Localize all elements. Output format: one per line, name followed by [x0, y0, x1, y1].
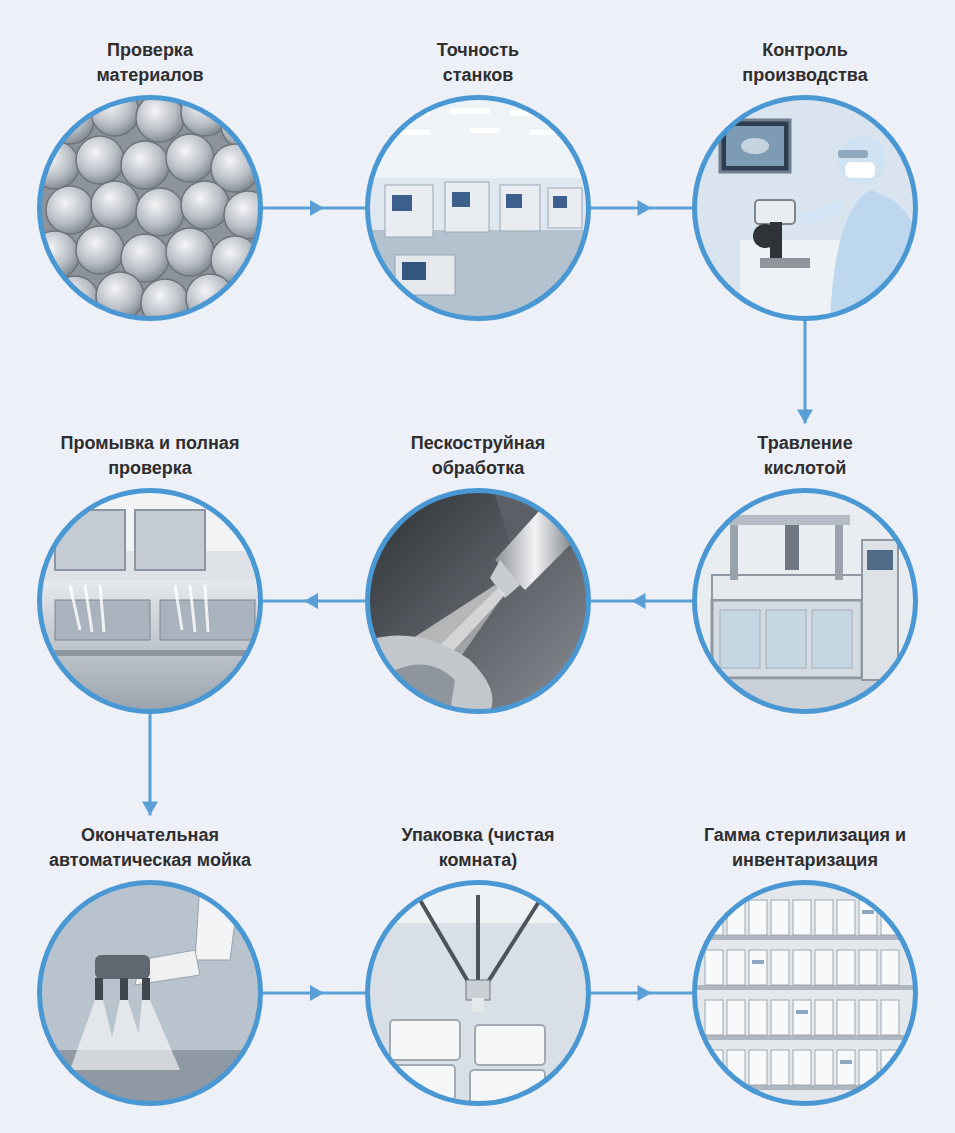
process-step: Пескоструйная обработка	[365, 431, 591, 714]
connector-line	[804, 321, 807, 423]
step-heading: Промывка и полная проверка	[55, 431, 245, 480]
flow-arrow	[263, 200, 365, 216]
connector-line	[149, 714, 152, 815]
process-step: Травление кислотой	[692, 431, 918, 714]
step-heading: Проверка материалов	[85, 38, 215, 87]
step-heading: Контроль производства	[730, 38, 880, 87]
photo-circle	[692, 488, 918, 714]
step-heading: Точность станков	[418, 38, 538, 87]
step-heading: Гамма стерилизация и инвентаризация	[695, 823, 915, 872]
flow-arrow	[797, 321, 813, 423]
flow-arrow	[591, 200, 692, 216]
process-step: Проверка материалов	[37, 38, 263, 321]
photo-circle	[37, 95, 263, 321]
photo-circle	[692, 880, 918, 1106]
process-step: Упаковка (чистая комната)	[365, 823, 591, 1106]
flow-arrow	[142, 714, 158, 815]
arrow-head	[310, 985, 324, 1001]
step-heading: Упаковка (чистая комната)	[393, 823, 563, 872]
arrow-head	[310, 200, 324, 216]
arrow-head	[142, 801, 158, 815]
arrow-head	[304, 593, 318, 609]
arrow-head	[632, 593, 646, 609]
process-step: Промывка и полная проверка	[37, 431, 263, 714]
photo-circle	[365, 95, 591, 321]
photo-circle	[692, 95, 918, 321]
process-step: Гамма стерилизация и инвентаризация	[692, 823, 918, 1106]
flow-arrow	[591, 985, 692, 1001]
process-step: Окончательная автоматическая мойка	[35, 823, 265, 1106]
photo-circle	[365, 488, 591, 714]
photo-circle	[37, 488, 263, 714]
process-step: Контроль производства	[692, 38, 918, 321]
step-heading: Травление кислотой	[740, 431, 870, 480]
photo-circle	[365, 880, 591, 1106]
flow-arrow	[263, 593, 365, 609]
arrow-head	[638, 200, 652, 216]
flow-arrow	[591, 593, 692, 609]
photo-circle	[37, 880, 263, 1106]
arrow-head	[797, 409, 813, 423]
arrow-head	[638, 985, 652, 1001]
flow-arrow	[263, 985, 365, 1001]
step-heading: Окончательная автоматическая мойка	[35, 823, 265, 872]
step-heading: Пескоструйная обработка	[396, 431, 561, 480]
process-step: Точность станков	[365, 38, 591, 321]
